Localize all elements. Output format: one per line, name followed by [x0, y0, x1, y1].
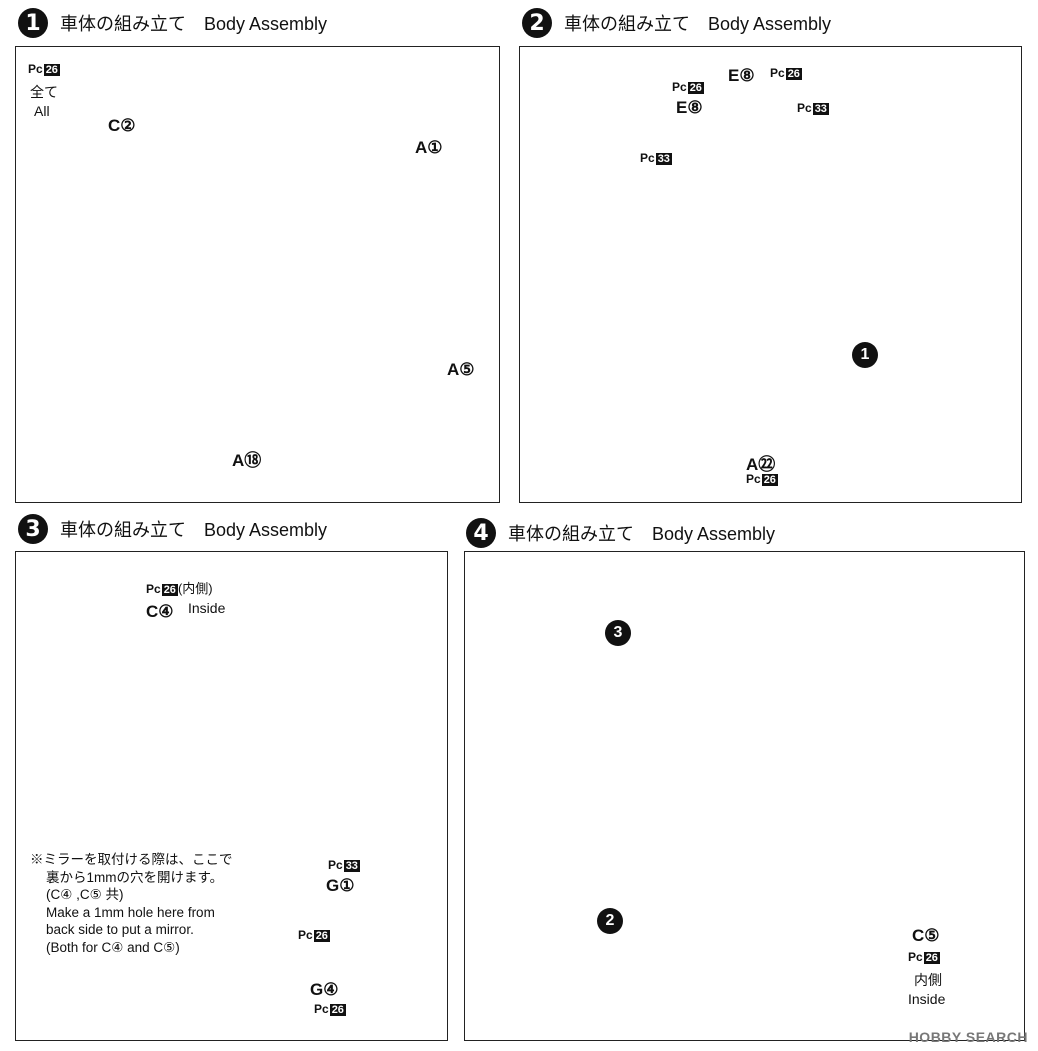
step2-number: 2	[522, 8, 552, 38]
part-label-a18: A⑱	[232, 451, 262, 470]
part-label-c2: C②	[108, 116, 136, 135]
part-label-a5: A⑤	[447, 360, 475, 379]
part-label-e8-left: E⑧	[676, 98, 703, 117]
step1-header: 1 車体の組み立て Body Assembly	[18, 8, 327, 38]
note-en-2: back side to put a mirror.	[46, 922, 194, 937]
step2-title: 車体の組み立て Body Assembly	[564, 14, 832, 34]
step3-panel	[15, 551, 448, 1041]
step2-panel	[519, 46, 1022, 503]
step4-ref-circle-2: 2	[597, 908, 623, 934]
part-label-g4: G④	[310, 980, 339, 999]
note-jp-3: (C④ ,C⑤ 共)	[46, 887, 124, 902]
part-label-a22: A㉒	[746, 455, 776, 474]
step3-inside-en: Inside	[188, 600, 226, 616]
step3-header: 3 車体の組み立て Body Assembly	[18, 514, 327, 544]
note-jp-2: 裏から1mmの穴を開けます。	[46, 869, 224, 885]
step4-title: 車体の組み立て Body Assembly	[508, 524, 776, 544]
step4-number: 4	[466, 518, 496, 548]
step2-ref-circle-1: 1	[852, 342, 878, 368]
part-label-g1: G①	[326, 876, 355, 895]
part-label-e8-right: E⑧	[728, 66, 755, 85]
note-en-1: Make a 1mm hole here from	[46, 904, 215, 920]
part-label-a1: A①	[415, 138, 443, 157]
step1-panel	[15, 46, 500, 503]
step3-mirror-note: ※ミラーを取付ける際は、ここで 裏から1mmの穴を開けます。 (C④ ,C⑤ 共…	[30, 851, 233, 956]
step3-inner-jp: (内側)	[177, 581, 213, 596]
step3-title: 車体の組み立て Body Assembly	[60, 520, 328, 540]
step3-number: 3	[18, 514, 48, 544]
step4-inside-en: Inside	[908, 991, 946, 1007]
step1-paint-all-en: All	[34, 103, 50, 119]
step1-title: 車体の組み立て Body Assembly	[60, 14, 328, 34]
note-jp-1: ※ミラーを取付ける際は、ここで	[30, 852, 233, 867]
step1-number: 1	[18, 8, 48, 38]
part-label-c4: C④	[146, 602, 174, 621]
step2-header: 2 車体の組み立て Body Assembly	[522, 8, 831, 38]
step4-panel	[464, 551, 1025, 1041]
step1-paint-all-jp: 全て	[30, 84, 58, 100]
note-en-3: (Both for C④ and C⑤)	[46, 939, 180, 955]
step4-header: 4 車体の組み立て Body Assembly	[466, 518, 775, 548]
watermark: HOBBY SEARCH	[908, 1029, 1028, 1045]
part-label-c5: C⑤	[912, 926, 940, 945]
step4-inner-jp: 内側	[914, 972, 942, 988]
step4-ref-circle-3: 3	[605, 620, 631, 646]
